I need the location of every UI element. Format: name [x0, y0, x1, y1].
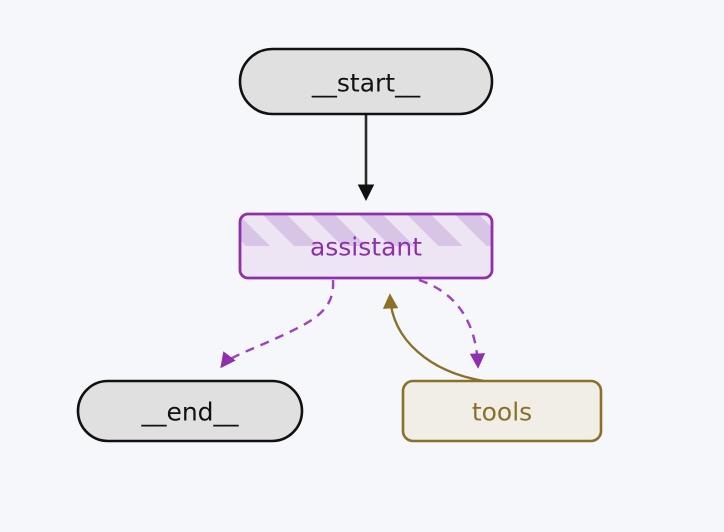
edge-path-tools-assistant [382, 293, 485, 383]
node-assistant-border[interactable] [238, 212, 494, 280]
node-end[interactable]: __end__ [76, 379, 304, 443]
edge-tools-to-assistant [382, 293, 485, 383]
edge-path-assistant-end [220, 279, 335, 369]
node-end-shape[interactable] [76, 379, 304, 443]
node-start-shape[interactable] [238, 47, 494, 116]
edge-assistant-to-end [220, 279, 335, 369]
node-assistant-hatch [240, 214, 492, 246]
node-assistant-label: assistant [310, 233, 422, 262]
node-tools[interactable]: tools [401, 379, 603, 443]
node-layer: __start__ assistant __end__ tools [76, 47, 603, 443]
node-tools-label: tools [472, 398, 532, 427]
node-tools-shape[interactable] [401, 379, 603, 443]
edge-path-assistant-tools [418, 278, 486, 369]
node-assistant[interactable]: assistant [238, 212, 494, 280]
node-start[interactable]: __start__ [238, 47, 494, 116]
edge-assistant-to-tools [418, 278, 486, 369]
edge-layer [220, 114, 486, 383]
node-end-label: __end__ [140, 398, 239, 427]
node-start-label: __start__ [311, 69, 421, 98]
